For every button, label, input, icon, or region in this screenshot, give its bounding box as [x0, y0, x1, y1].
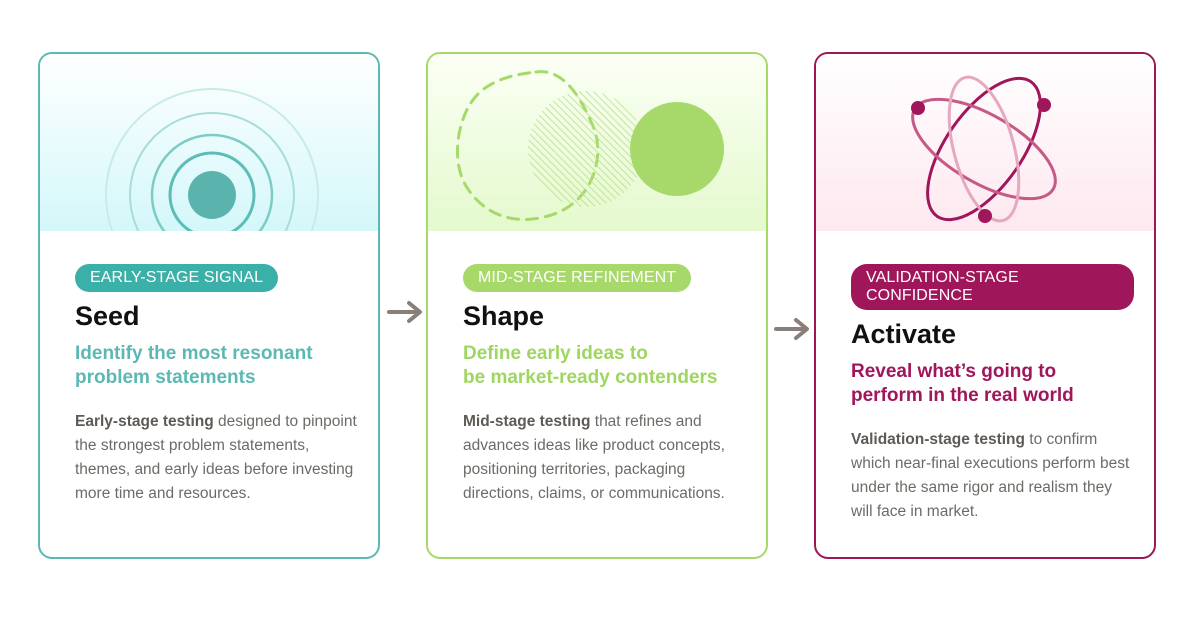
- stage-card-shape: MID-STAGE REFINEMENT Shape Define early …: [426, 52, 768, 559]
- description-lead: Mid-stage testing: [463, 413, 591, 430]
- stage-card-seed: EARLY-STAGE SIGNAL Seed Identify the mos…: [38, 52, 380, 559]
- right-arrow-icon: [774, 318, 809, 340]
- stage-badge: MID-STAGE REFINEMENT: [463, 264, 692, 292]
- subtitle-line: Reveal what’s going to: [851, 361, 1057, 382]
- stage-title: Activate: [851, 319, 957, 349]
- description-text: that refines and advances ideas like pro…: [463, 413, 725, 502]
- stage-subtitle: Reveal what’s going to perform in the re…: [851, 360, 1134, 408]
- description-lead: Early-stage testing: [75, 413, 214, 430]
- activate-illustration: [816, 54, 1154, 231]
- stage-badge: VALIDATION-STAGE CONFIDENCE: [851, 264, 1134, 310]
- subtitle-line: Identify the most resonant: [75, 343, 313, 364]
- subtitle-line: Define early ideas to: [463, 343, 648, 364]
- concentric-circles-icon: [105, 88, 319, 231]
- stage-badge: EARLY-STAGE SIGNAL: [75, 264, 279, 292]
- description-text: to confirm which near-final executions p…: [851, 431, 1130, 520]
- subtitle-line: problem statements: [75, 367, 256, 388]
- stage-description: Early-stage testing designed to pinpoint…: [75, 410, 358, 506]
- shape-illustration: [428, 54, 766, 231]
- subtitle-line: be market-ready contenders: [463, 367, 718, 388]
- subtitle-line: perform in the real world: [851, 385, 1074, 406]
- description-text: designed to pinpoint the strongest probl…: [75, 413, 357, 502]
- seed-illustration: [40, 54, 378, 231]
- stage-title: Shape: [463, 301, 545, 331]
- stage-description: Mid-stage testing that refines and advan…: [463, 410, 746, 506]
- stage-title: Seed: [75, 301, 140, 331]
- description-lead: Validation-stage testing: [851, 431, 1025, 448]
- evolving-circles-icon: [455, 70, 724, 221]
- stage-subtitle: Define early ideas to be market-ready co…: [463, 342, 746, 390]
- orbit-atom-icon: [911, 75, 1057, 223]
- right-arrow-icon: [387, 301, 422, 323]
- stage-description: Validation-stage testing to confirm whic…: [851, 428, 1134, 524]
- stage-card-activate: VALIDATION-STAGE CONFIDENCE Activate Rev…: [814, 52, 1156, 559]
- stage-subtitle: Identify the most resonant problem state…: [75, 342, 358, 390]
